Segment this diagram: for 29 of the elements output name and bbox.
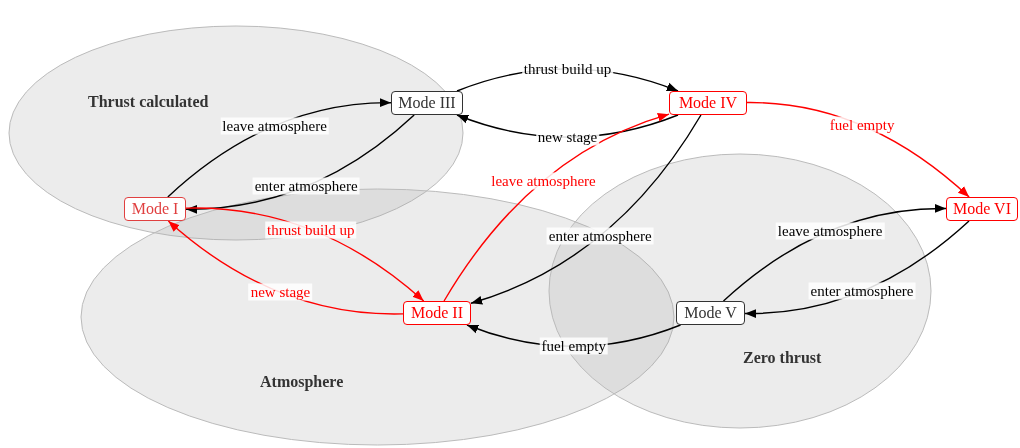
edge-label: fuel empty xyxy=(539,337,609,355)
arrow xyxy=(470,114,702,305)
region-label: Atmosphere xyxy=(260,373,344,391)
edge-label: enter atmosphere xyxy=(252,177,360,195)
state-box: Mode IV xyxy=(669,91,747,115)
edge-label: thrust build up xyxy=(265,221,357,239)
edge-label: enter atmosphere xyxy=(808,282,916,300)
state-box: Mode VI xyxy=(946,197,1018,221)
arrow xyxy=(746,101,970,198)
state-box: Mode V xyxy=(676,301,745,325)
arrow xyxy=(456,114,679,138)
edge-label: leave atmosphere xyxy=(775,222,885,240)
arrow xyxy=(167,220,404,315)
state-box: Mode II xyxy=(403,301,471,325)
arrow xyxy=(466,324,682,348)
arrow xyxy=(722,204,947,302)
edge-label: fuel empty xyxy=(827,117,897,134)
arrow xyxy=(167,98,392,198)
region-label: Thrust calculated xyxy=(88,93,209,111)
edge-label: new stage xyxy=(248,283,313,301)
arrow xyxy=(443,113,670,302)
edge-label: leave atmosphere xyxy=(220,117,329,135)
region-label: Zero thrust xyxy=(743,349,822,367)
arrow xyxy=(185,207,425,302)
edge-label: enter atmosphere xyxy=(546,227,654,245)
arrow xyxy=(185,114,415,214)
arrow xyxy=(744,220,970,318)
state-box: Mode III xyxy=(391,91,463,115)
edge-label: leave atmosphere xyxy=(489,172,598,190)
